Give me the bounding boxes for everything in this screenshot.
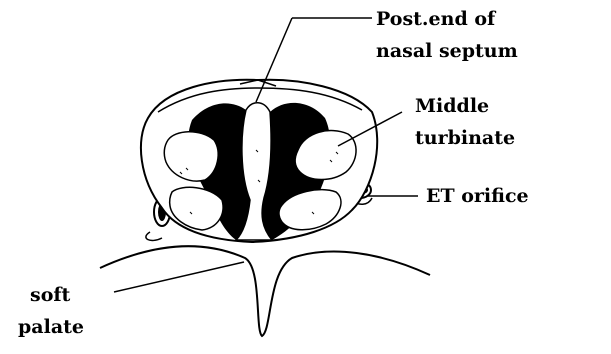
label-soft-palate-line1: soft xyxy=(30,284,71,306)
label-soft-palate-line2: palate xyxy=(18,316,84,338)
leader-soft-palate xyxy=(114,262,244,292)
label-septum-line2: nasal septum xyxy=(376,40,518,62)
label-septum-line1: Post.end of xyxy=(376,8,497,30)
label-et-orifice: ET orifice xyxy=(426,185,529,207)
label-middle-turbinate-line2: turbinate xyxy=(415,127,515,149)
soft-palate-outline xyxy=(100,246,430,336)
label-middle-turbinate-line1: Middle xyxy=(415,95,489,117)
